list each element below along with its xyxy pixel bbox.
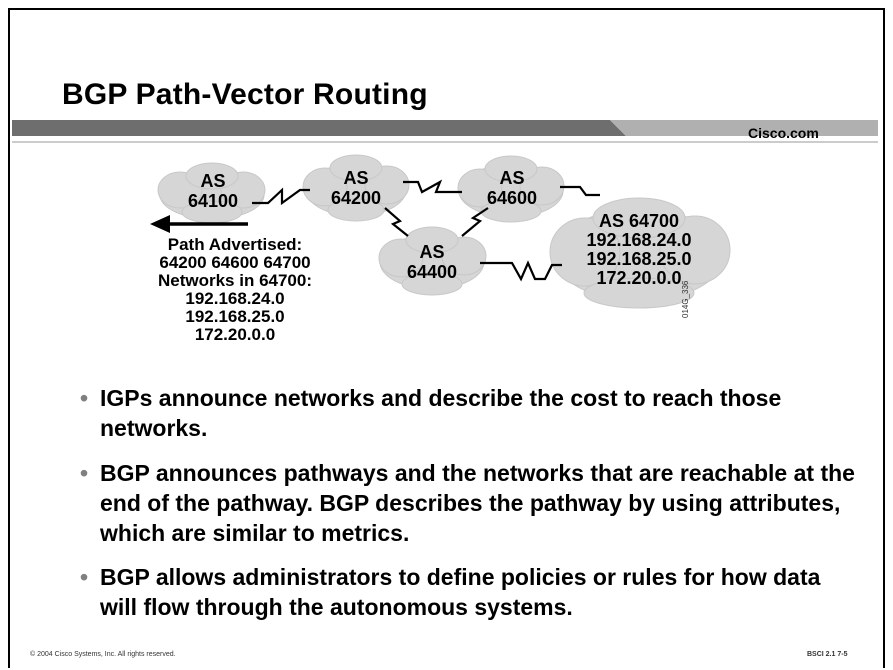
bullet-dot-icon: • xyxy=(80,564,89,590)
network-item: 192.168.24.0 xyxy=(185,289,285,308)
network-item: 172.20.0.0 xyxy=(194,325,276,344)
as64700-label: AS 64700 192.168.24.0 192.168.25.0 172.2… xyxy=(586,211,692,288)
as64600-label: AS 64600 xyxy=(486,168,538,208)
advertisement-arrow xyxy=(150,215,248,233)
bullet-item: • BGP allows administrators to define po… xyxy=(80,564,821,620)
bullet-item: • BGP announces pathways and the network… xyxy=(80,460,855,546)
networks-label: Networks in 64700: xyxy=(157,271,312,290)
bullet-dot-icon: • xyxy=(80,385,89,411)
slide-title: BGP Path-Vector Routing xyxy=(62,78,428,111)
course-code: BSCI 2.1 7-5 xyxy=(807,651,848,658)
path-advertised-label: Path Advertised: xyxy=(167,235,303,254)
cloud-as64100 xyxy=(157,162,266,224)
cloud-as64200 xyxy=(302,154,410,222)
as64200-label: AS 64200 xyxy=(330,168,382,208)
path-advertised-block: Path Advertised: 64200 64600 64700 Netwo… xyxy=(140,236,330,344)
path-advertised-value: 64200 64600 64700 xyxy=(159,253,311,272)
copyright-text: © 2004 Cisco Systems, Inc. All rights re… xyxy=(30,651,176,658)
figure-code: 014G_336 xyxy=(681,280,690,318)
cloud-as64600 xyxy=(457,155,565,223)
network-item: 192.168.25.0 xyxy=(185,307,285,326)
bullet-item: • IGPs announce networks and describe th… xyxy=(80,385,782,441)
bullet-list: • IGPs announce networks and describe th… xyxy=(72,383,862,636)
bullet-dot-icon: • xyxy=(80,460,89,486)
slide-frame xyxy=(8,8,885,668)
cisco-com-link[interactable]: Cisco.com xyxy=(748,125,819,141)
as64400-label: AS 64400 xyxy=(406,242,458,282)
as64100-label: AS 64100 xyxy=(187,171,239,211)
cloud-as64700 xyxy=(549,197,731,309)
cloud-as64400 xyxy=(378,226,487,296)
